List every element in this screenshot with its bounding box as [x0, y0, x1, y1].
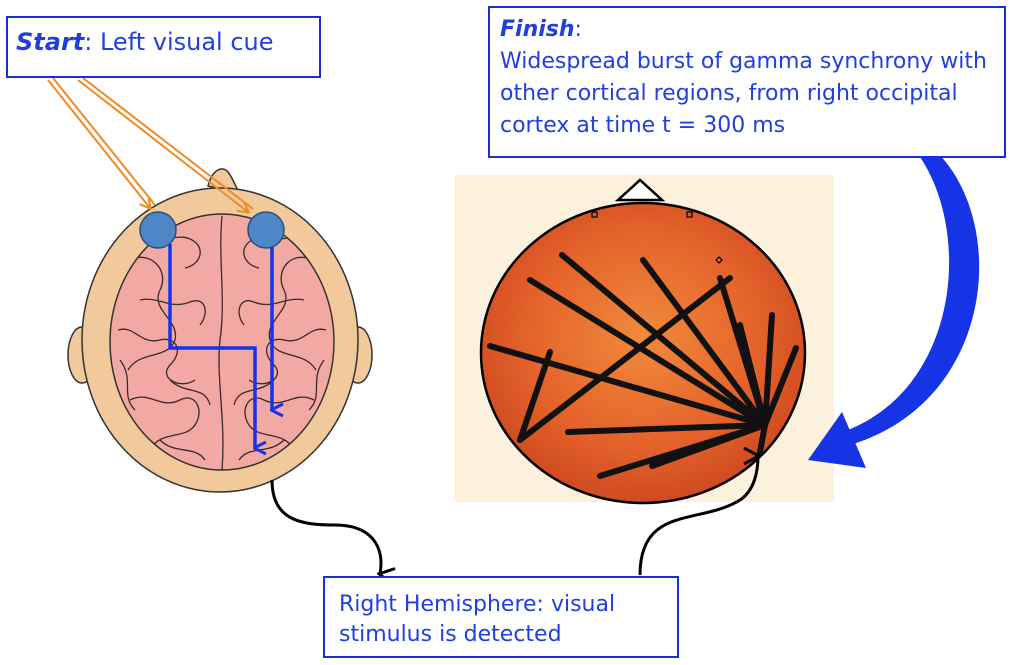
finish-colon: :: [574, 17, 582, 42]
right-electrode: [247, 211, 285, 249]
finish-label: Finish: [500, 17, 575, 42]
detection-label-box: Right Hemisphere: visual stimulus is det…: [323, 576, 679, 658]
gamma-topography-map: [454, 175, 834, 505]
finish-description: Widespread burst of gamma synchrony with…: [500, 49, 987, 138]
visual-cue-arrows: [47, 77, 254, 212]
detection-text: Right Hemisphere: visual stimulus is det…: [339, 592, 616, 647]
synchrony-lines: [487, 252, 799, 479]
topo-nose-icon: [614, 178, 666, 202]
detection-arrow: [270, 479, 381, 574]
start-label-box: Start: Left visual cue: [6, 16, 321, 78]
left-electrode: [139, 211, 177, 249]
start-label: Start: [16, 28, 85, 56]
propagation-arrow: [638, 456, 758, 576]
start-text: : Left visual cue: [84, 28, 274, 56]
finish-label-box: Finish: Widespread burst of gamma synchr…: [488, 6, 1006, 158]
head-diagram: [67, 168, 373, 493]
signal-path-left: [168, 244, 255, 448]
topo-electrode-markers: [591, 211, 723, 264]
finish-curve-arrow: [808, 144, 980, 468]
